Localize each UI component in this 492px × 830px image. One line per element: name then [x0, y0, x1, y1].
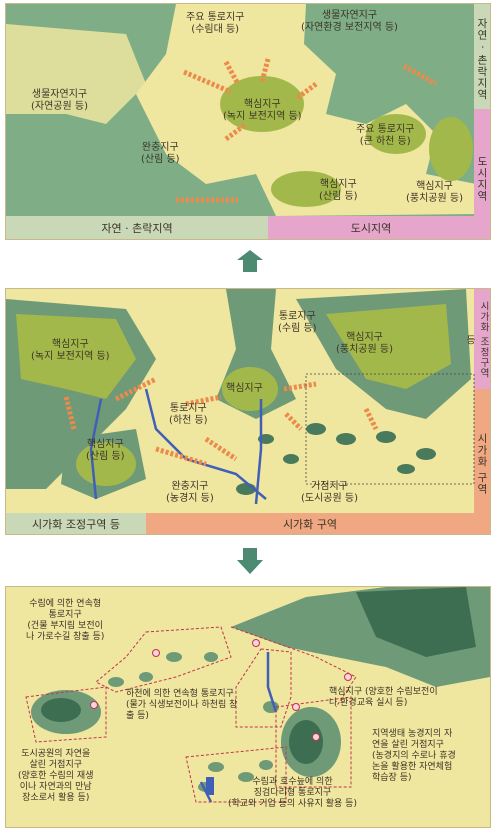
- label-bio-nature-left: 생물자연지구(자연공원 등): [31, 89, 88, 112]
- side-urbanization-area: 시가화 구역: [476, 433, 488, 495]
- label-main-corridor-river: 주요 통로지구(큰 하천 등): [356, 124, 415, 147]
- panel2-map: [6, 289, 490, 534]
- band-nature-village: 자연 · 촌락지역: [101, 222, 173, 235]
- label-core-scenic: 핵심지구(풍치공원 등): [406, 181, 463, 204]
- label-main-corridor: 주요 통로지구(수림대 등): [186, 12, 245, 35]
- down-arrow-icon-2: [237, 548, 263, 574]
- label-core-scenic: 핵심지구(풍치공원 등): [336, 332, 393, 355]
- label-eco-nature: 생물자연지구(자연환경 보전지역 등): [301, 10, 398, 33]
- band-urban: 도시지역: [350, 222, 392, 235]
- label-corridor-forest: 통로지구(수림 등): [278, 311, 317, 334]
- label-core-mid: 핵심지구: [226, 383, 263, 394]
- panel1-map: [6, 4, 490, 239]
- panel3-map: [6, 587, 490, 827]
- panel-city-scale: 핵심지구(녹지 보전지역 등) 통로지구(수림 등) 핵심지구(풍치공원 등) …: [5, 288, 491, 535]
- label-corridor-river: 통로지구(하천 등): [169, 403, 208, 426]
- side-nature-village: 자연 · 촌락지역: [476, 17, 488, 100]
- band-urbanization-area: 시가화 구역: [282, 518, 338, 531]
- label-base-park: 거점지구(도시공원 등): [301, 481, 358, 504]
- label-core-green: 핵심지구(녹지 보전지역 등): [31, 339, 110, 362]
- label-buffer-farm: 완충지구(농경지 등): [166, 481, 214, 504]
- panel-regional-scale: 주요 통로지구(수림대 등) 생물자연지구(자연환경 보전지역 등) 생물자연지…: [5, 3, 491, 240]
- label-core-center: 핵심지구(녹지 보전지역 등): [223, 99, 302, 122]
- side-urban: 도시지역: [476, 156, 488, 202]
- label-core-forest: 핵심지구(산림 등): [86, 439, 125, 462]
- label-core-forest: 핵심지구(산림 등): [319, 179, 358, 202]
- label-buffer: 완충지구(산림 등): [141, 142, 180, 165]
- core-blob-center: [220, 76, 304, 132]
- down-arrow-icon: [237, 250, 263, 272]
- side-urbanization-control: 시가화 조정구역 등: [464, 301, 489, 379]
- band-urbanization-control: 시가화 조정구역 등: [32, 518, 120, 531]
